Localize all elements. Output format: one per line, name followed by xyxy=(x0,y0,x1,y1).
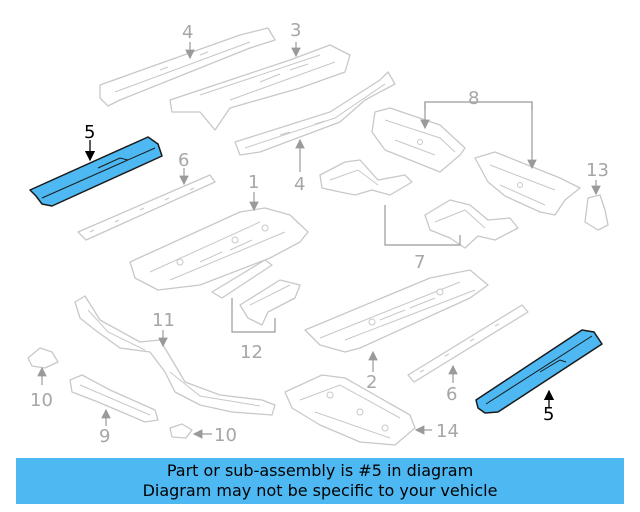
callout-1: 1 xyxy=(248,172,259,193)
part-12-brackets xyxy=(211,259,301,333)
banner-line-1: Part or sub-assembly is #5 in diagram xyxy=(166,461,474,480)
callout-10-bottom: 10 xyxy=(214,425,237,446)
callout-5-left: 5 xyxy=(84,122,95,143)
callout-12: 12 xyxy=(240,342,263,363)
callout-5-right: 5 xyxy=(543,404,554,425)
callout-10-left: 10 xyxy=(30,390,53,411)
part-10-left-clip xyxy=(27,347,59,385)
part-9-member xyxy=(69,374,159,426)
part-8-right-bracket xyxy=(474,151,581,216)
part-2-center-floor xyxy=(304,269,489,372)
part-4-upper-rail xyxy=(99,27,276,107)
part-10-bottom-clip xyxy=(169,423,212,439)
part-1-floor-pan xyxy=(129,192,309,291)
callout-4-bottom: 4 xyxy=(294,174,305,195)
part-7-crossmember xyxy=(319,159,519,249)
callout-14: 14 xyxy=(436,421,459,442)
banner-line-2: Diagram may not be specific to your vehi… xyxy=(142,481,498,500)
callout-4-top: 4 xyxy=(182,22,193,43)
parts-diagram: 4 3 4 8 13 5 6 1 7 11 12 2 10 6 5 9 10 1… xyxy=(27,20,609,447)
part-5-right-highlighted xyxy=(475,329,603,414)
callout-3: 3 xyxy=(290,20,301,41)
callout-6-top: 6 xyxy=(178,150,189,171)
callout-9: 9 xyxy=(99,426,110,447)
part-6-left-rail xyxy=(77,168,216,241)
info-banner: Part or sub-assembly is #5 in diagram Di… xyxy=(16,458,624,504)
part-11-frame xyxy=(74,295,276,416)
part-8-left-bracket xyxy=(371,107,466,173)
part-3-tunnel xyxy=(169,42,351,131)
part-4-lower-rail xyxy=(234,71,396,172)
callout-13: 13 xyxy=(586,160,609,181)
callout-11: 11 xyxy=(152,310,175,331)
part-6-right-rail xyxy=(407,304,529,383)
callout-2: 2 xyxy=(366,372,377,393)
callout-7: 7 xyxy=(414,252,425,273)
part-13-clip xyxy=(584,180,609,231)
part-5-left-highlighted xyxy=(29,136,163,207)
callout-8: 8 xyxy=(468,88,479,109)
callout-6-bottom: 6 xyxy=(446,384,457,405)
part-14-rear-floor xyxy=(284,374,432,446)
